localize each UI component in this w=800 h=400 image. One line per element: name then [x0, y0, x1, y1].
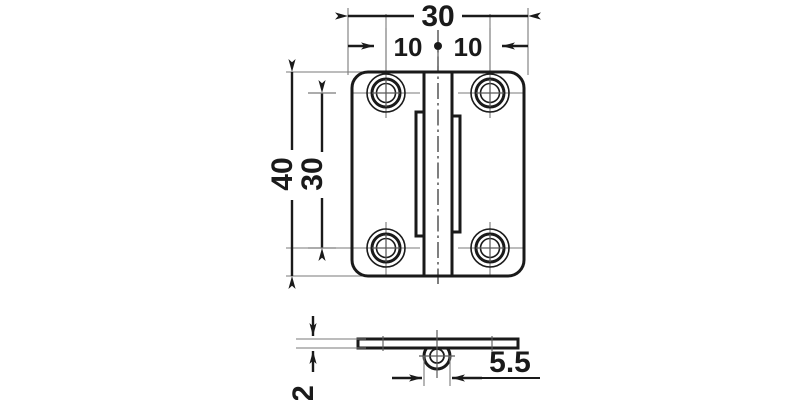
dimension-hole-spacing-vertical: 30 — [296, 80, 336, 261]
hinge-knuckle — [422, 70, 454, 278]
center-axis-marker — [434, 30, 442, 66]
dimension-label-hole-offset-left: 10 — [394, 32, 423, 62]
dimension-label-hole-spacing: 30 — [296, 157, 329, 190]
dimension-knuckle-diameter: 5.5 — [392, 346, 540, 386]
dimension-overall-width: 30 — [335, 0, 541, 33]
dimension-plate-thickness: 1.2 — [287, 316, 320, 400]
dimension-label-hole-offset-right: 10 — [454, 32, 483, 62]
left-dimensions: 40 30 — [266, 59, 336, 289]
dimension-hole-offset-left: 10 — [348, 32, 422, 62]
dimension-label-knuckle-diameter: 5.5 — [489, 346, 531, 379]
dimension-label-overall-width: 30 — [421, 0, 454, 33]
top-dimensions: 30 10 10 — [335, 0, 541, 66]
dimension-overall-height: 40 — [266, 59, 299, 289]
dimension-label-plate-thickness: 1.2 — [287, 385, 320, 400]
section-plate-ticks — [382, 336, 493, 351]
section-thickness-extension-lines — [296, 338, 366, 349]
section-view: 1.2 5.5 — [287, 316, 540, 400]
section-knuckle-crosshair — [419, 330, 455, 378]
front-view — [286, 8, 529, 284]
dimension-label-overall-height: 40 — [266, 157, 299, 190]
dimension-hole-offset-right: 10 — [454, 32, 528, 62]
hole-crosshairs — [372, 79, 504, 262]
